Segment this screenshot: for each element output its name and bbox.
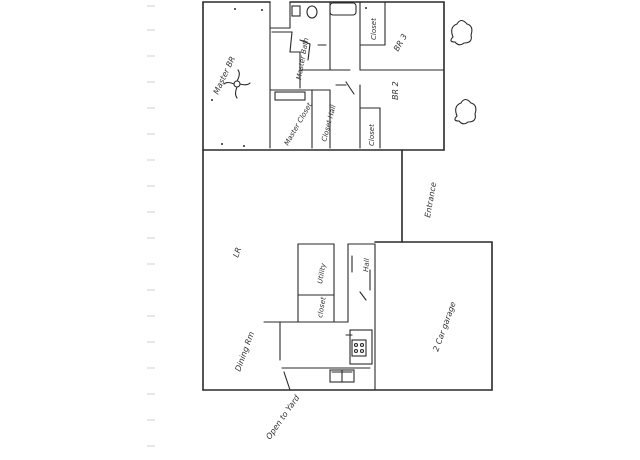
label-utility: Utility (316, 262, 328, 285)
label-open-to-yard: Open to Yard (264, 393, 302, 441)
service-area-walls (263, 243, 376, 391)
label-br3: BR 3 (392, 32, 409, 53)
ceiling-fan-icon (223, 69, 251, 99)
exterior-walls (202, 1, 493, 391)
label-master-br: Master BR (212, 55, 237, 96)
label-entrance: Entrance (423, 181, 438, 218)
label-closet-mid-right: Closet (368, 124, 376, 146)
bathroom-fixtures (271, 2, 357, 101)
stove-icon (351, 339, 367, 357)
label-closet-lower: closet (316, 296, 328, 318)
label-closet-hall: Closet Hall (320, 104, 337, 142)
notebook-margin (147, 5, 155, 447)
label-br2: BR 2 (391, 81, 400, 100)
stray-marks (211, 7, 367, 147)
label-master-closet: Master Closet (283, 101, 314, 147)
tree-icon (450, 19, 473, 46)
tree-icon (454, 98, 477, 125)
sink-icon (329, 369, 355, 383)
label-lr: LR (231, 246, 243, 258)
label-dining: Dining Rm (233, 330, 256, 372)
label-closet-top-right: Closet (370, 18, 378, 40)
label-hall: Hall (362, 258, 371, 272)
label-garage: 2 Car garage (431, 301, 457, 353)
bedroom-wing-walls (269, 1, 445, 149)
